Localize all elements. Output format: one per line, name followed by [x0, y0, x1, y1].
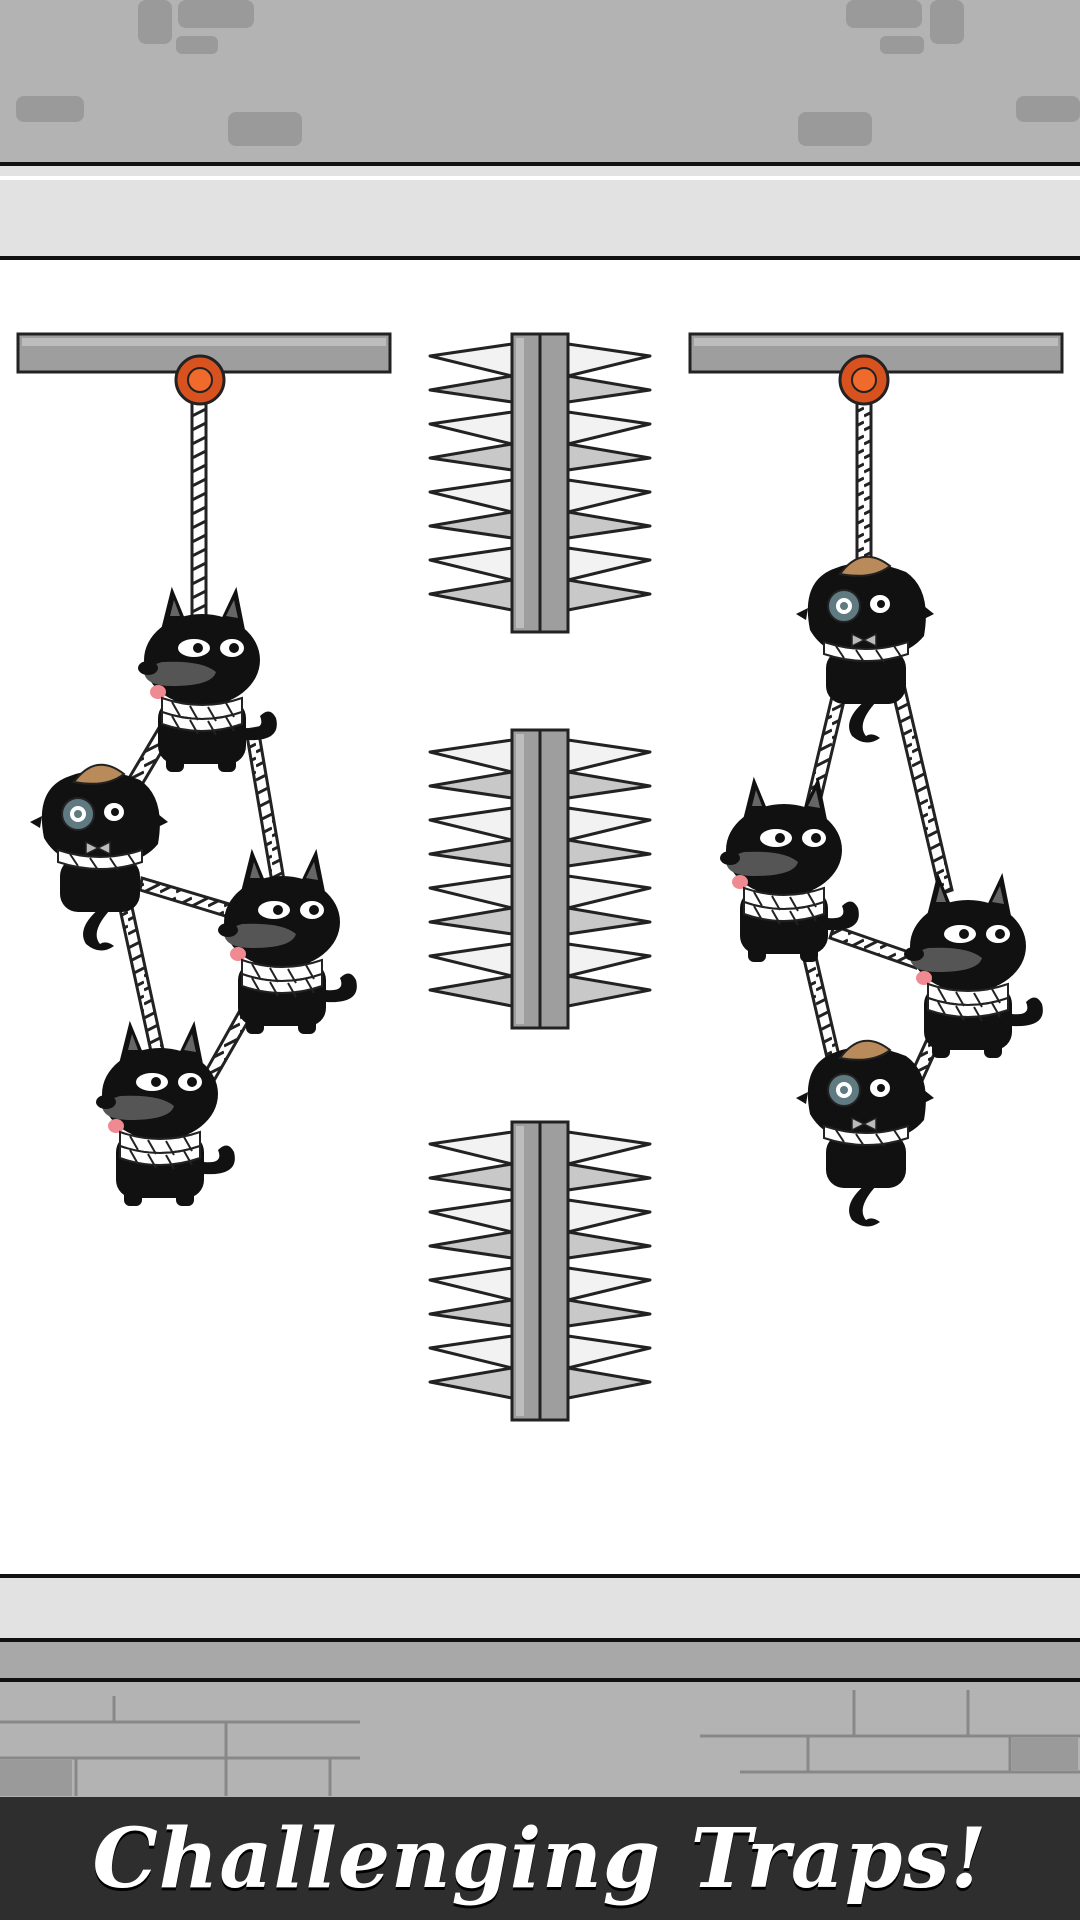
- spike-trap-icon: [428, 728, 652, 1030]
- top-wall: [0, 0, 1080, 260]
- spike-trap-icon: [428, 1120, 652, 1422]
- black-cat-icon: [795, 1039, 935, 1228]
- black-dog-icon: [903, 875, 1044, 1059]
- rope-main-left: [190, 382, 208, 632]
- caption-bar: Challenging Traps!: [0, 1797, 1080, 1920]
- left-hanging-pin-icon[interactable]: [174, 354, 226, 406]
- caption-text: Challenging Traps!: [92, 1810, 988, 1907]
- rope-segment: [116, 896, 166, 1058]
- black-dog-icon: [95, 1023, 236, 1207]
- rope-segment: [888, 674, 954, 896]
- rope-segment: [828, 924, 922, 970]
- right-hanging-pin-icon[interactable]: [838, 354, 890, 406]
- black-cat-icon: [795, 555, 935, 744]
- rope-main-right: [855, 382, 873, 572]
- left-beam: [16, 332, 392, 374]
- spike-trap-icon: [428, 332, 652, 634]
- bottom-floor: [0, 1574, 1080, 1800]
- rope-segment: [138, 876, 238, 920]
- black-cat-icon: [29, 763, 169, 952]
- black-dog-icon: [217, 851, 358, 1035]
